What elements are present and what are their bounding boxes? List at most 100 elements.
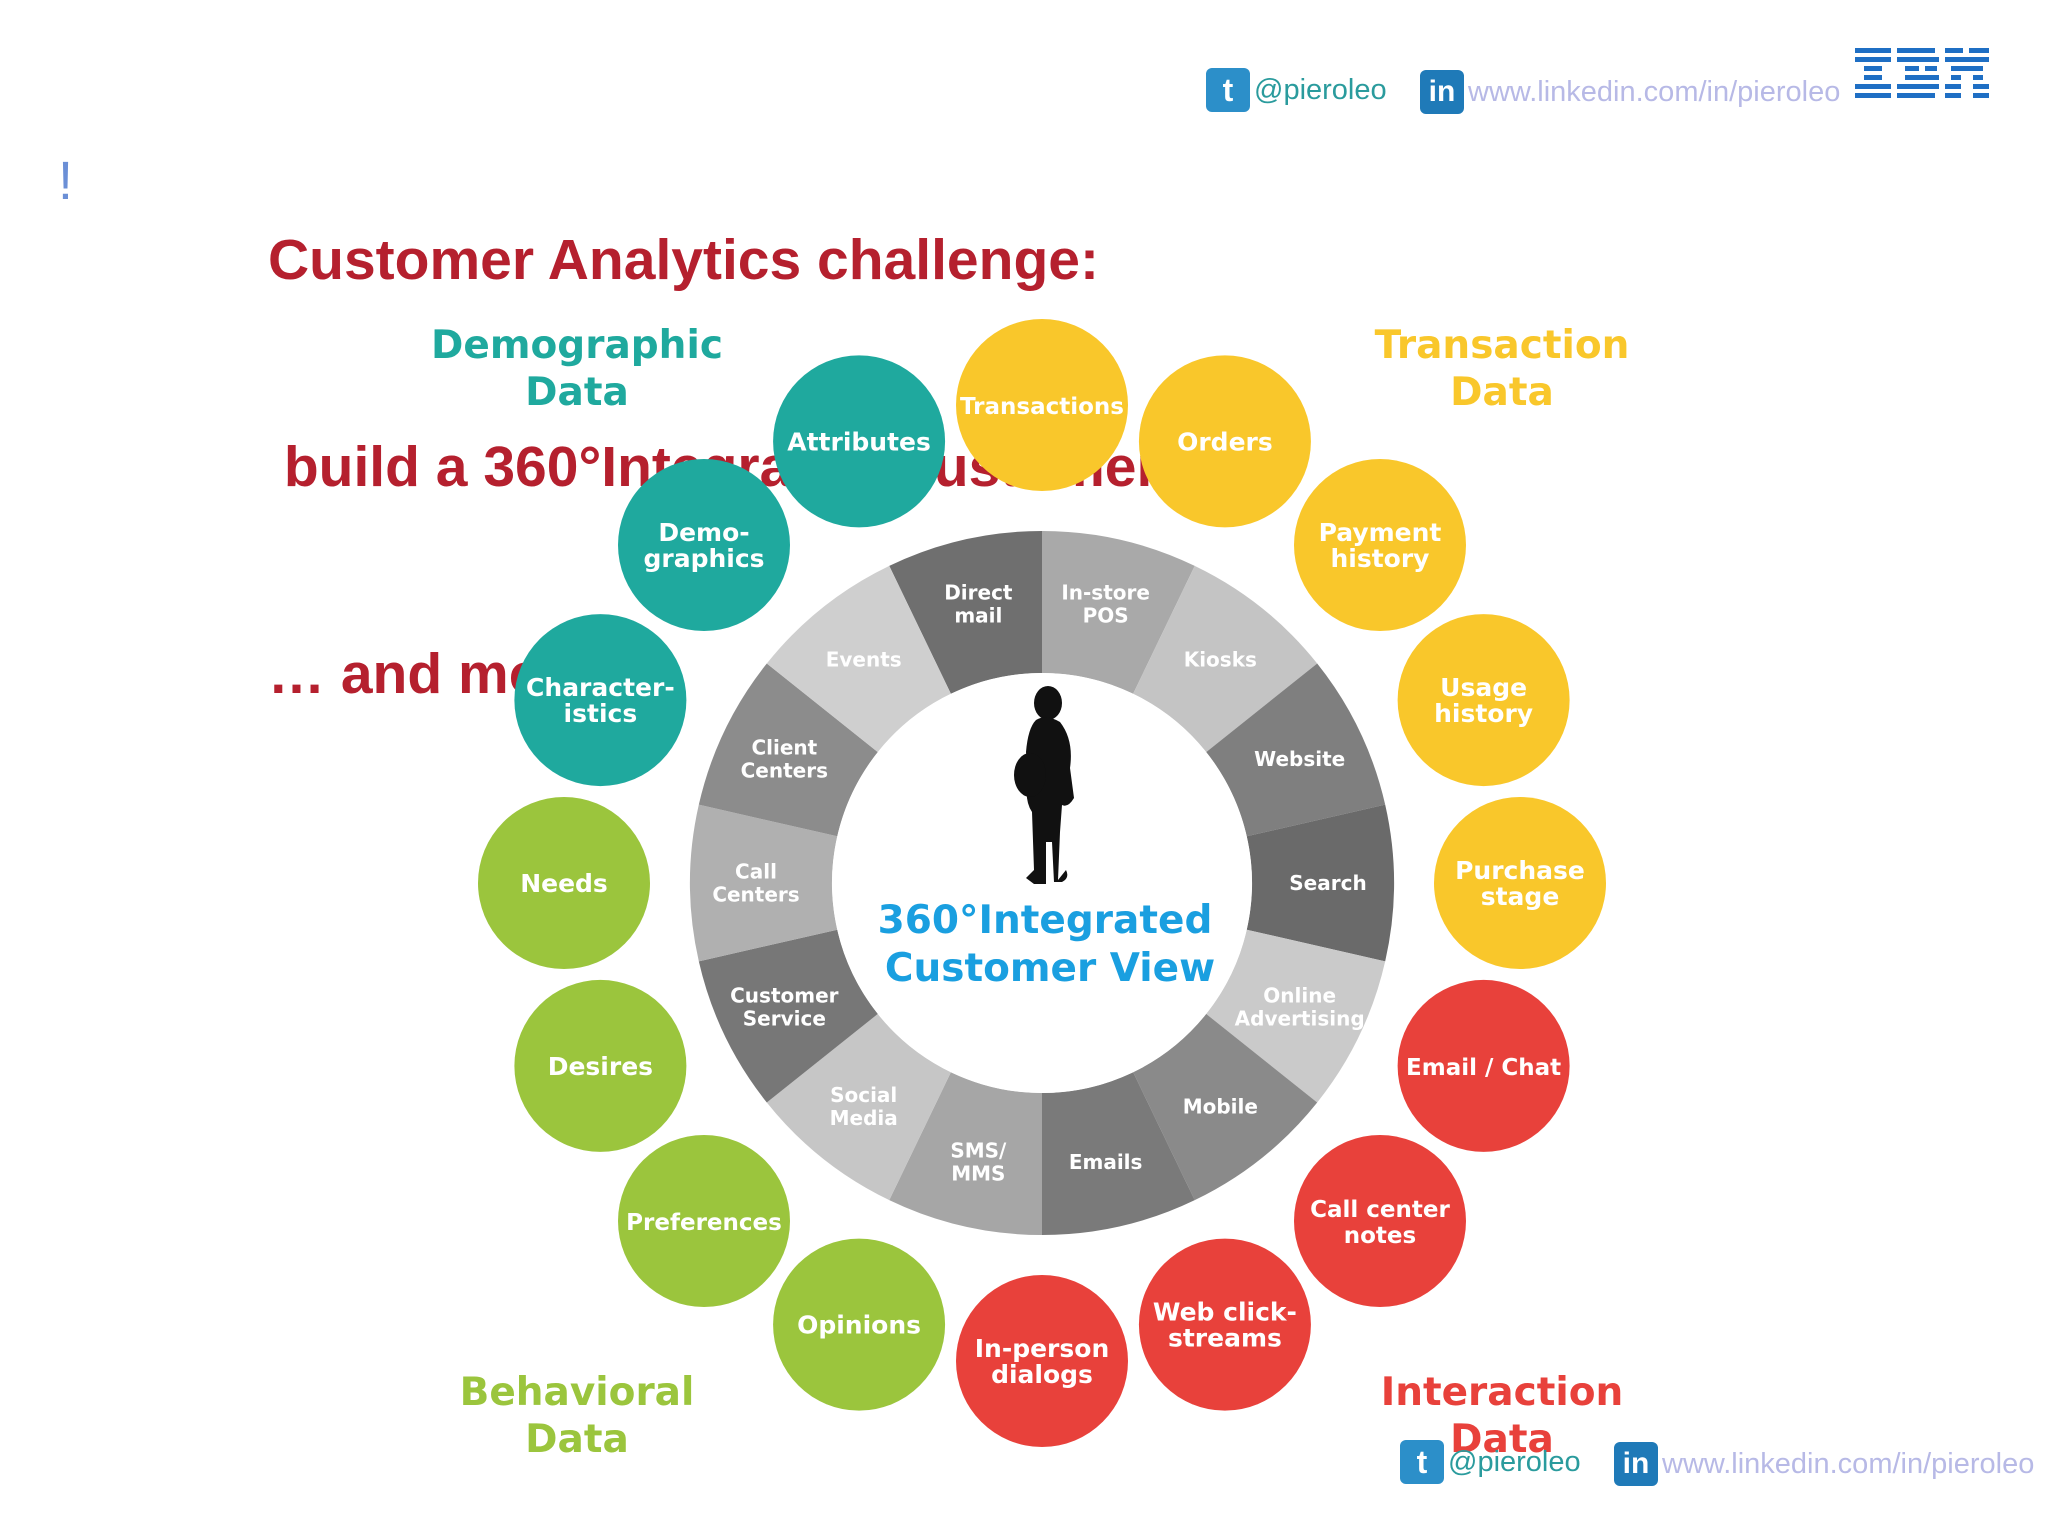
data-circle-label: Web click-streams	[1153, 1298, 1297, 1353]
data-circle-shape	[956, 319, 1128, 491]
channel-segment	[1042, 1072, 1195, 1235]
data-circle-interaction: Web click-streams	[1138, 1238, 1311, 1411]
data-circle-shape	[773, 355, 946, 528]
behavioral-label-line-2: Data	[525, 1417, 629, 1462]
data-circle-label: Desires	[548, 1052, 653, 1081]
channel-segment	[698, 663, 878, 837]
center-label-line-2: Customer View	[885, 946, 1215, 991]
data-circle-shape	[1293, 1134, 1466, 1307]
data-circle-behavioral: Desires	[514, 979, 687, 1152]
data-circle-behavioral: Needs	[478, 797, 650, 969]
data-circle-demographic: Demo-graphics	[618, 459, 791, 632]
interaction-label-line-2: Data	[1450, 1417, 1554, 1462]
linkedin-icon: in	[1420, 70, 1464, 114]
footer-twitter[interactable]: t @pieroleo	[1400, 1440, 1581, 1484]
footer-twitter-handle: @pieroleo	[1448, 1445, 1581, 1478]
title-line-1: Customer Analytics challenge:	[268, 228, 1099, 292]
data-circle-shape	[1397, 979, 1570, 1152]
data-circle-transaction: Transactions	[956, 319, 1128, 491]
footer-linkedin-url: www.linkedin.com/in/pieroleo	[1662, 1447, 2035, 1480]
data-circle-shape	[514, 979, 687, 1152]
channel-segment	[766, 565, 951, 753]
channel-segment	[1206, 663, 1386, 837]
channel-label: Search	[1289, 871, 1366, 895]
data-circle-transaction: Orders	[1138, 355, 1311, 528]
data-circle-shape	[1293, 459, 1466, 632]
data-circle-label: Attributes	[787, 427, 931, 456]
data-circle-shape	[1138, 355, 1311, 528]
channel-segment	[1042, 531, 1195, 694]
channel-label: Kiosks	[1184, 647, 1257, 671]
channel-segment	[889, 531, 1042, 694]
data-circle-label: Needs	[520, 869, 608, 898]
ibm-logo	[1855, 48, 1989, 98]
data-circle-interaction: Email / Chat	[1397, 979, 1570, 1152]
data-circle-label: Opinions	[797, 1311, 921, 1340]
data-circle-shape	[618, 459, 791, 632]
channel-segment	[698, 929, 878, 1103]
channel-segment	[1133, 1013, 1318, 1201]
channel-segment	[690, 804, 838, 962]
demographic-label-line-2: Data	[525, 370, 629, 415]
data-circle-label: Character-istics	[526, 673, 675, 728]
behavioral-label-line-1: Behavioral	[460, 1370, 695, 1415]
header-linkedin-url: www.linkedin.com/in/pieroleo	[1468, 75, 1841, 108]
header-twitter-handle: @pieroleo	[1254, 73, 1387, 106]
data-circle-label: Demo-graphics	[643, 518, 764, 573]
channel-segment	[766, 1013, 951, 1201]
data-circle-shape	[956, 1275, 1128, 1447]
interaction-label-line-1: Interaction	[1381, 1370, 1624, 1415]
demographic-label-line-1: Demographic	[431, 323, 723, 368]
channel-segment	[889, 1072, 1042, 1235]
data-circle-shape	[1397, 614, 1570, 787]
data-circle-demographic: Attributes	[773, 355, 946, 528]
channel-label: Website	[1254, 747, 1345, 771]
channel-label: Events	[826, 647, 902, 671]
data-circle-label: Email / Chat	[1406, 1055, 1561, 1081]
channel-segment	[1133, 565, 1318, 753]
footer-linkedin[interactable]: in www.linkedin.com/in/pieroleo	[1614, 1442, 2034, 1486]
data-circle-label: Orders	[1177, 427, 1273, 456]
data-circle-shape	[1434, 797, 1606, 969]
twitter-icon: t	[1400, 1440, 1444, 1484]
header-twitter[interactable]: t @pieroleo	[1206, 68, 1387, 112]
transaction-label-line-1: Transaction	[1375, 323, 1630, 368]
data-circle-shape	[514, 614, 687, 787]
transaction-label-line-2: Data	[1450, 370, 1554, 415]
data-circle-shape	[773, 1238, 946, 1411]
channel-label: SMS/MMS	[950, 1138, 1007, 1185]
person-silhouette-icon	[1014, 686, 1074, 884]
data-circle-label: Transactions	[960, 394, 1124, 420]
linkedin-icon: in	[1614, 1442, 1658, 1486]
data-circle-demographic: Character-istics	[514, 614, 687, 787]
data-circle-behavioral: Preferences	[618, 1134, 791, 1307]
channel-segment	[1206, 929, 1386, 1103]
slide-left-margin	[0, 0, 62, 1536]
twitter-icon: t	[1206, 68, 1250, 112]
header-linkedin[interactable]: in www.linkedin.com/in/pieroleo	[1420, 70, 1840, 114]
center-label-line-1: 360°Integrated	[878, 898, 1213, 943]
data-circle-label: Preferences	[626, 1210, 782, 1236]
data-circle-shape	[618, 1134, 791, 1307]
channel-label: Mobile	[1183, 1095, 1258, 1119]
